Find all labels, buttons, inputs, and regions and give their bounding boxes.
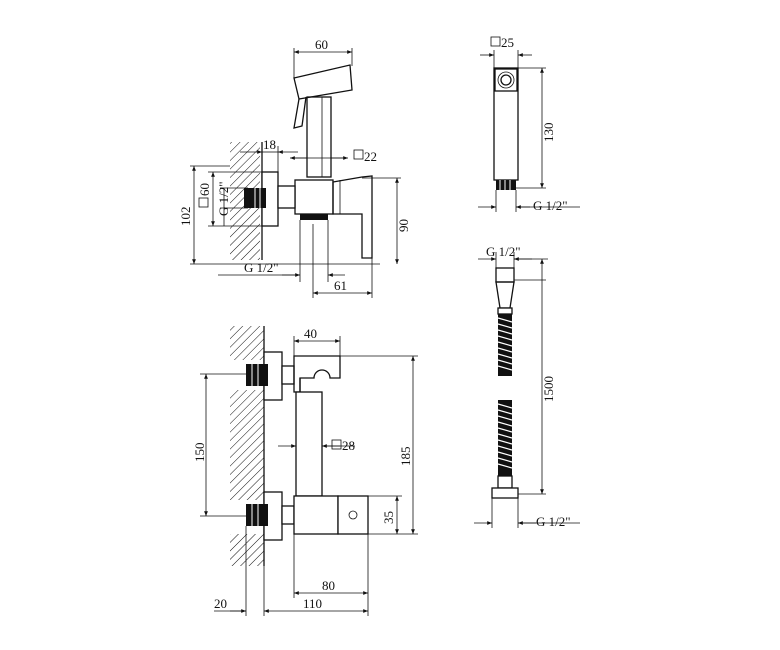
dim-bottom-wall-offset: 20 bbox=[214, 596, 227, 611]
dim-hose-thread-bottom: G 1/2" bbox=[536, 514, 571, 529]
mixer-body-top bbox=[294, 179, 334, 215]
dim-top-handle-width: 60 bbox=[315, 37, 328, 52]
valve bbox=[337, 495, 369, 535]
head-thread bbox=[496, 180, 516, 190]
dim-bottom-width: 80 bbox=[322, 578, 335, 593]
dim-top-thread-bottom: G 1/2" bbox=[244, 260, 279, 275]
dim-bottom-total-height: 185 bbox=[398, 447, 413, 467]
dim-top-thread-left: G 1/2" bbox=[216, 181, 231, 216]
hose-coil-bottom bbox=[497, 400, 513, 476]
bottom-front-view: 40 28 150 185 35 80 20 110 bbox=[192, 326, 418, 616]
mixer-neck-top bbox=[277, 185, 296, 209]
dim-top-height: 102 bbox=[178, 207, 193, 227]
hose-view: G 1/2" 1500 G 1/2" bbox=[474, 244, 580, 529]
dim-head-length: 130 bbox=[541, 123, 556, 143]
dim-head-thread: G 1/2" bbox=[533, 198, 568, 213]
dim-top-body-height: 90 bbox=[396, 219, 411, 232]
dim-bottom-spacing: 150 bbox=[192, 443, 207, 463]
bottom-block bbox=[293, 495, 339, 535]
dim-head-square: 25 bbox=[501, 35, 514, 50]
dim-top-wall-gap: 18 bbox=[263, 137, 276, 152]
dim-top-square-stem: 22 bbox=[364, 149, 377, 164]
outlet-top bbox=[300, 214, 328, 220]
shower-holder bbox=[293, 355, 341, 393]
slide-bar bbox=[295, 391, 323, 497]
dim-bottom-holder-width: 40 bbox=[304, 326, 317, 341]
dim-bottom-square-bar: 28 bbox=[342, 438, 355, 453]
shower-stem-top bbox=[306, 96, 332, 178]
dim-hose-thread-top: G 1/2" bbox=[486, 244, 521, 259]
dim-hose-length: 1500 bbox=[541, 376, 556, 402]
head-front-view: 25 130 G 1/2" bbox=[478, 35, 580, 213]
dim-top-square-connector: 60 bbox=[197, 183, 212, 196]
dim-top-depth: 61 bbox=[334, 278, 347, 293]
hose-coil-top bbox=[497, 314, 513, 376]
dim-bottom-valve-height: 35 bbox=[381, 511, 396, 524]
top-side-view: 60 18 22 G 1/2" 60 102 90 bbox=[178, 37, 411, 298]
dim-bottom-total-width: 110 bbox=[303, 596, 322, 611]
